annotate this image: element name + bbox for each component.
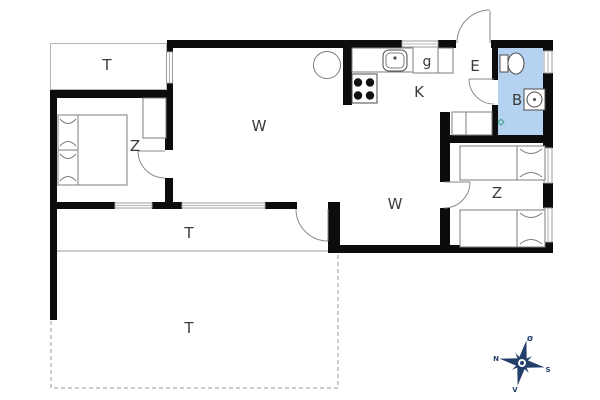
burner [365, 91, 375, 100]
toilet-tank [499, 54, 509, 73]
label-bedroom-left: Z [130, 137, 140, 155]
toilet-bowl [507, 52, 525, 75]
hall-wardrobe [437, 47, 454, 74]
kitchen-sink [382, 49, 408, 72]
room-labels: T Z W K g E B Z W T T [101, 54, 522, 337]
windows [114, 40, 553, 243]
bedroom-left-furniture [57, 97, 167, 186]
bedroom-right-furniture [459, 145, 546, 248]
burner [353, 78, 363, 87]
entry-furniture [451, 111, 493, 136]
compass-star [499, 340, 545, 386]
terrace-dashed-boundary [50, 253, 339, 389]
compass-north-label: N [493, 355, 499, 363]
label-terrace-top-left: T [101, 56, 112, 74]
closet-bedroom-left [142, 97, 167, 139]
burner [353, 91, 363, 100]
bedroom-right-door [443, 181, 471, 209]
bathroom-fixtures [497, 52, 546, 126]
terrace-top-left-outline [50, 43, 167, 90]
single-bed-2 [459, 209, 546, 248]
shower-drain-symbol [497, 118, 505, 126]
bedroom-left-door [137, 150, 166, 179]
label-entry: E [470, 57, 479, 75]
terrace-door [295, 208, 329, 242]
label-guest-toilet: g [423, 54, 432, 70]
label-terrace-lower: T [183, 319, 194, 337]
compass-rose: N Ø S V [493, 335, 550, 394]
label-bedroom-right: Z [492, 184, 502, 202]
label-living-room-lower: W [388, 195, 403, 213]
doors [137, 9, 495, 242]
kitchen-furniture [313, 47, 454, 104]
label-living-room: W [252, 117, 267, 135]
round-table [313, 51, 341, 79]
entry-closet [451, 111, 493, 136]
label-bathroom: B [512, 91, 522, 109]
entrance-door [456, 9, 491, 44]
label-kitchen: K [414, 83, 425, 101]
burner [365, 78, 375, 87]
label-terrace-upper: T [183, 224, 194, 242]
compass-east-label: Ø [527, 335, 533, 343]
compass-labels: N Ø S V [493, 335, 550, 394]
bathroom-door [468, 78, 495, 105]
compass-south-label: S [545, 366, 550, 374]
walls [50, 40, 553, 320]
terrace-areas [50, 43, 339, 389]
compass-west-label: V [512, 386, 518, 394]
single-bed-1 [459, 145, 546, 181]
